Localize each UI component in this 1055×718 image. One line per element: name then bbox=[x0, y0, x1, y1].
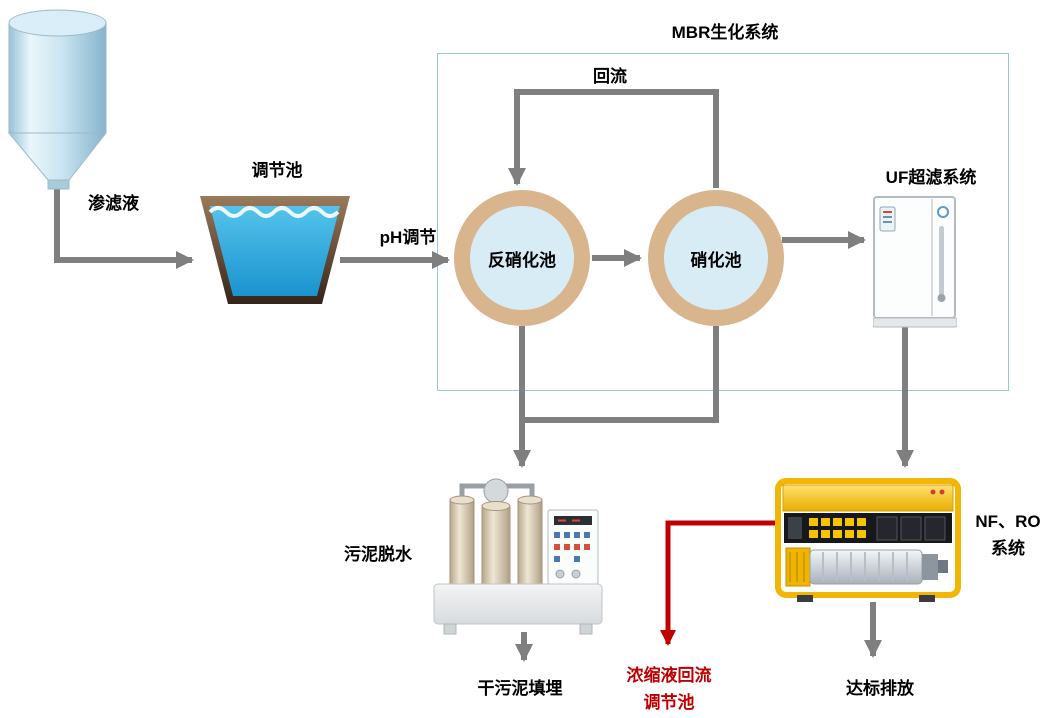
indicator-row-red bbox=[554, 544, 590, 550]
uf-gauge-icon bbox=[937, 206, 949, 218]
dry-sludge-landfill-label: 干污泥填埋 bbox=[477, 679, 563, 698]
dome-vessel bbox=[483, 478, 509, 504]
mbr-system-title: MBR生化系统 bbox=[671, 23, 779, 42]
nfro-system-label-line2: 系统 bbox=[991, 539, 1025, 558]
tank-outlet bbox=[47, 179, 70, 190]
leachate-label: 渗滤液 bbox=[88, 194, 139, 213]
tank-body bbox=[8, 22, 107, 134]
denitrification-pool-label: 反硝化池 bbox=[488, 250, 556, 270]
tank-cone bbox=[8, 132, 108, 181]
mbr-system-boundary bbox=[437, 53, 1009, 391]
sludge-dewatering-unit bbox=[433, 478, 603, 635]
ph-adjust-label: pH调节 bbox=[379, 228, 437, 247]
arrow-concentrate-reflux bbox=[660, 520, 779, 646]
indicator-row-mixed bbox=[554, 556, 580, 562]
pump-endcap bbox=[922, 554, 938, 580]
cabinet-knob2 bbox=[571, 569, 581, 579]
panel-display bbox=[788, 517, 802, 539]
discharge-label: 达标排放 bbox=[846, 679, 914, 698]
regulation-pool-label: 调节池 bbox=[251, 161, 303, 180]
sludge-dewatering-label: 污泥脱水 bbox=[344, 545, 412, 564]
denitrification-pool: 反硝化池 bbox=[454, 190, 590, 326]
nitrification-pool: 硝化池 bbox=[648, 190, 784, 326]
line-nitrification-to-sludge bbox=[519, 326, 719, 423]
concentrate-reflux-label-line2: 调节池 bbox=[643, 693, 695, 712]
canopy-light2 bbox=[939, 489, 945, 495]
arrow-reflux bbox=[508, 89, 719, 188]
nfro-foot-left bbox=[797, 595, 813, 602]
nfro-system-label-line1: NF、RO bbox=[975, 512, 1041, 531]
cabinet-knob1 bbox=[555, 569, 565, 579]
canopy-light1 bbox=[930, 489, 936, 495]
nfro-foot-right bbox=[919, 595, 935, 602]
pool-water bbox=[210, 206, 340, 296]
arrow-tank-to-pool bbox=[54, 184, 194, 269]
leachate-tank bbox=[8, 9, 108, 190]
uf-tube bbox=[939, 226, 944, 302]
pump-ribs bbox=[822, 552, 908, 582]
concentrate-reflux-label: 浓缩液回流 调节池 bbox=[616, 662, 722, 716]
tank-top bbox=[8, 9, 107, 37]
pump-nozzle bbox=[938, 560, 948, 573]
regulation-pool bbox=[200, 196, 350, 304]
nfro-system-unit bbox=[775, 478, 961, 602]
platform-foot-left bbox=[443, 623, 457, 635]
reflux-label: 回流 bbox=[593, 67, 627, 86]
water-wave bbox=[208, 206, 340, 218]
indicator-row-blue bbox=[554, 532, 590, 538]
concentrate-reflux-label-line1: 浓缩液回流 bbox=[626, 666, 712, 685]
nfro-system-label: NF、RO 系统 bbox=[968, 508, 1048, 562]
panel-slots bbox=[876, 516, 946, 541]
uf-tube-handle bbox=[937, 294, 946, 302]
uf-display bbox=[879, 206, 896, 232]
uf-base bbox=[873, 317, 957, 328]
filter-columns bbox=[449, 495, 543, 585]
machine-platform bbox=[433, 583, 603, 625]
panel-keypad bbox=[809, 518, 866, 538]
uf-system-unit bbox=[873, 196, 957, 328]
uf-system-label: UF超滤系统 bbox=[885, 168, 977, 187]
nitrification-pool-label: 硝化池 bbox=[690, 250, 742, 270]
nfro-canopy bbox=[782, 484, 954, 512]
platform-foot-right bbox=[579, 623, 593, 635]
